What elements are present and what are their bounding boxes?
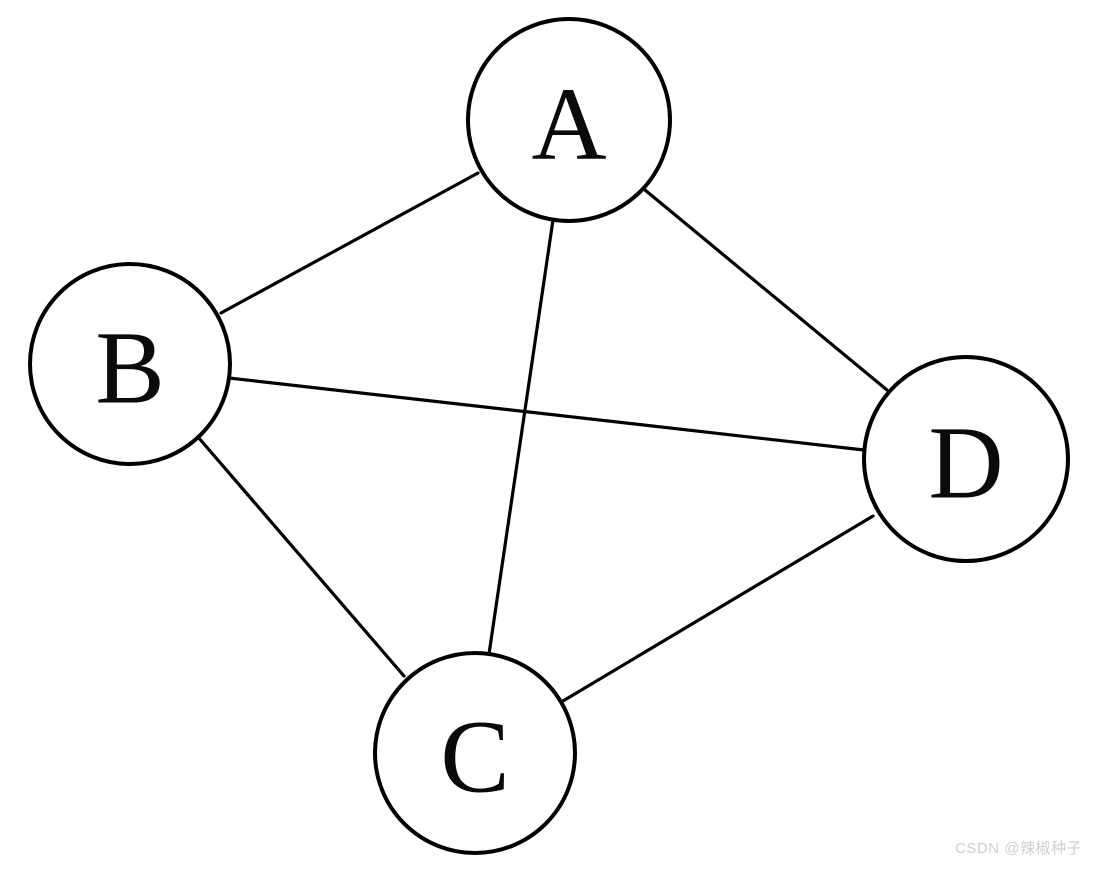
graph-node-d[interactable]: D bbox=[862, 355, 1070, 563]
graph-node-c[interactable]: C bbox=[373, 651, 577, 855]
node-label-c: C bbox=[440, 700, 509, 815]
node-label-a: A bbox=[531, 67, 606, 182]
node-circle-c[interactable] bbox=[373, 651, 577, 855]
csdn-watermark: CSDN @辣椒种子 bbox=[955, 840, 1082, 857]
edge-c-d bbox=[561, 514, 875, 703]
node-label-b: B bbox=[95, 311, 164, 426]
node-label-d: D bbox=[928, 406, 1003, 521]
nodes-layer: A B C D bbox=[28, 17, 1070, 855]
edge-a-c bbox=[487, 218, 555, 656]
edge-b-d bbox=[227, 376, 866, 452]
graph-node-a[interactable]: A bbox=[466, 17, 672, 223]
edge-b-c bbox=[196, 435, 406, 678]
node-circle-b[interactable] bbox=[28, 262, 232, 466]
graph-node-b[interactable]: B bbox=[28, 262, 232, 466]
edge-a-b bbox=[219, 171, 480, 315]
edge-a-d bbox=[643, 188, 889, 392]
edges-layer bbox=[196, 171, 889, 703]
node-circle-a[interactable] bbox=[466, 17, 672, 223]
node-circle-d[interactable] bbox=[862, 355, 1070, 563]
